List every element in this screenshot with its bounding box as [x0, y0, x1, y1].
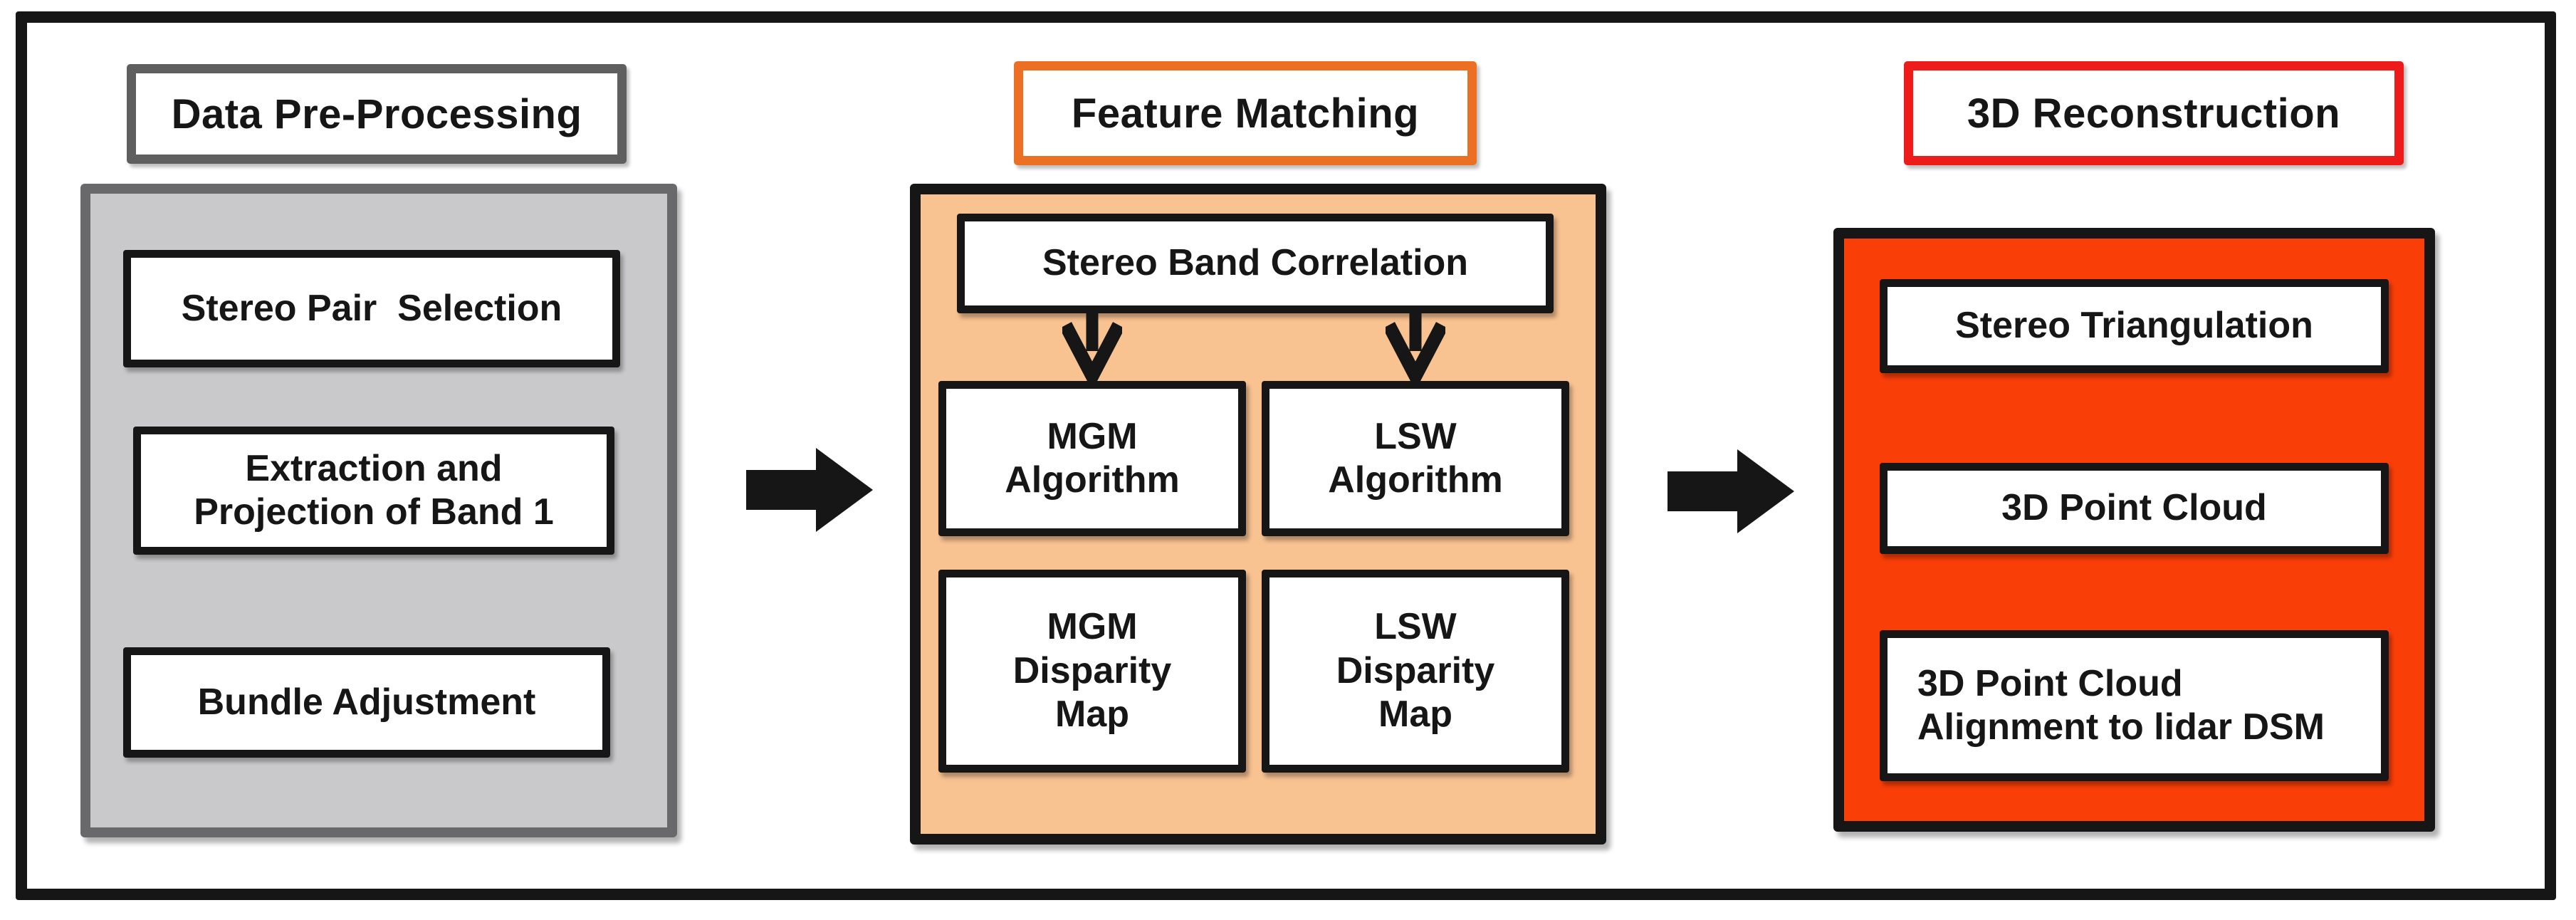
box-lsw-disparity-map: LSW Disparity Map: [1262, 570, 1569, 773]
box-lsw-algorithm: LSW Algorithm: [1262, 381, 1569, 536]
arrow-right-icon: [746, 448, 873, 532]
box-mgm-disparity-map: MGM Disparity Map: [938, 570, 1246, 773]
box-stereo-pair-selection: Stereo Pair Selection: [123, 250, 620, 367]
panel-feature-matching: Stereo Band Correlation MGM Algorithm LS…: [910, 184, 1606, 845]
panel-3d-reconstruction: Stereo Triangulation 3D Point Cloud 3D P…: [1833, 228, 2435, 832]
arrow-shaft: [746, 470, 817, 510]
box-stereo-band-correlation: Stereo Band Correlation: [957, 214, 1554, 313]
box-stereo-triangulation: Stereo Triangulation: [1880, 279, 2389, 373]
box-3d-point-cloud: 3D Point Cloud: [1880, 463, 2389, 554]
box-3d-point-cloud-alignment-to-lidar-dsm: 3D Point Cloud Alignment to lidar DSM: [1880, 630, 2389, 781]
arrow-right-icon: [1667, 449, 1794, 533]
box-bundle-adjustment: Bundle Adjustment: [123, 647, 610, 758]
diagram-outer-frame: [16, 11, 2556, 900]
box-extraction-projection-band1: Extraction and Projection of Band 1: [133, 427, 614, 555]
panel-data-pre-processing: Stereo Pair Selection Extraction and Pro…: [80, 184, 677, 837]
arrow-shaft: [1667, 471, 1739, 511]
arrow-head: [1737, 449, 1794, 533]
header-3d-reconstruction: 3D Reconstruction: [1904, 61, 2404, 165]
header-data-pre-processing: Data Pre-Processing: [127, 64, 627, 164]
arrow-head: [816, 448, 873, 532]
arrow-down-icon: [1386, 308, 1445, 382]
arrow-down-icon: [1062, 308, 1122, 382]
box-mgm-algorithm: MGM Algorithm: [938, 381, 1246, 536]
header-feature-matching: Feature Matching: [1014, 61, 1477, 165]
